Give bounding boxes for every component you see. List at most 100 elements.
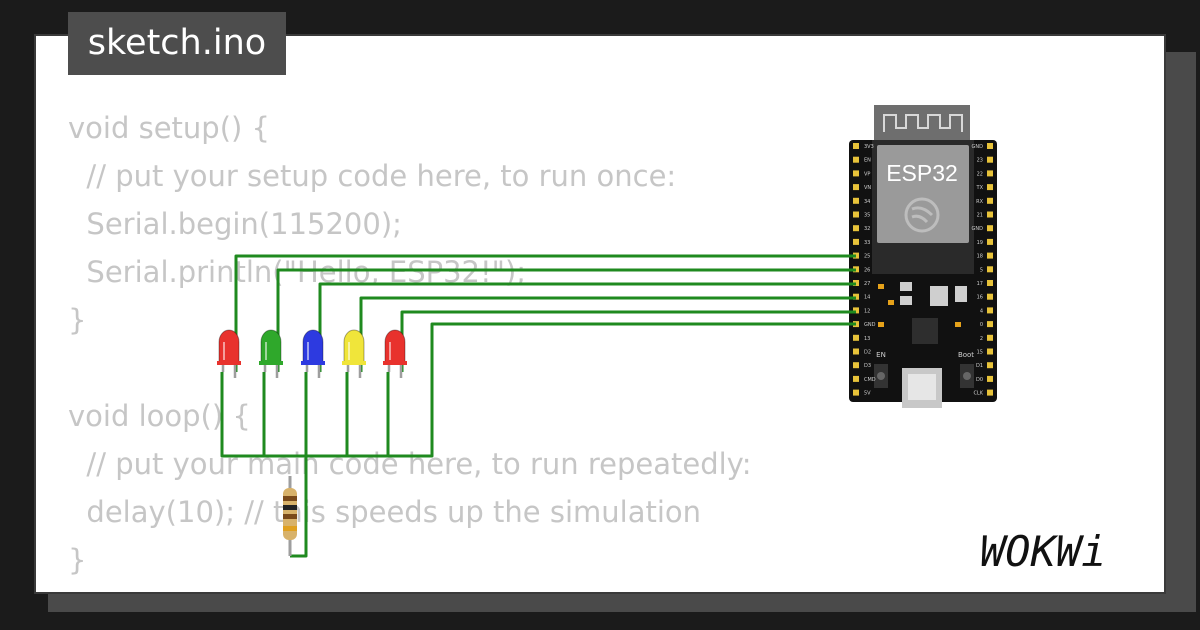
wire-led4-anode bbox=[359, 296, 856, 372]
pin-label: CMD bbox=[864, 377, 876, 383]
pin-label: 22 bbox=[977, 171, 983, 177]
esp32-board[interactable]: ESP32 EN Boot 3V3ENVPVN34353233252627141… bbox=[849, 105, 997, 408]
pin-label: 25 bbox=[864, 254, 870, 260]
logo-text: WOKWi bbox=[980, 527, 1106, 576]
resistor[interactable] bbox=[283, 476, 297, 556]
pin-label: 5V bbox=[864, 391, 871, 397]
pin-label: D3 bbox=[864, 363, 871, 369]
pin-label: 21 bbox=[977, 213, 983, 219]
wires bbox=[220, 254, 856, 558]
header-pin[interactable] bbox=[987, 321, 993, 328]
pin-label: 17 bbox=[977, 281, 983, 287]
header-pin[interactable] bbox=[853, 143, 859, 149]
header-pin[interactable] bbox=[987, 252, 993, 259]
wire-led5-anode bbox=[400, 310, 856, 372]
code-line: } bbox=[68, 303, 87, 337]
header-pin[interactable] bbox=[987, 143, 993, 149]
header-pin[interactable] bbox=[853, 238, 859, 245]
code-editor[interactable]: void setup() { // put your setup code he… bbox=[68, 104, 752, 584]
header-pin[interactable] bbox=[853, 334, 859, 341]
code-line: // put your main code here, to run repea… bbox=[68, 447, 752, 481]
header-pin[interactable] bbox=[853, 362, 859, 369]
antenna-trace-icon bbox=[883, 114, 963, 132]
wire-led1-anode bbox=[234, 254, 856, 372]
header-pin[interactable] bbox=[987, 238, 993, 245]
header-pin[interactable] bbox=[987, 156, 993, 163]
pin-label: 27 bbox=[864, 281, 870, 287]
usb-port-icon bbox=[908, 374, 936, 400]
pin-label: 14 bbox=[864, 295, 870, 301]
led-blue[interactable] bbox=[301, 329, 325, 378]
header-pin[interactable] bbox=[987, 389, 993, 396]
pin-label: 35 bbox=[864, 213, 870, 219]
pin-label: 19 bbox=[977, 240, 983, 246]
pin-label: D2 bbox=[864, 350, 871, 356]
code-line: // put your setup code here, to run once… bbox=[68, 159, 677, 193]
header-pin[interactable] bbox=[987, 362, 993, 369]
code-line: void loop() { bbox=[68, 399, 251, 433]
left-header-pins: 3V3ENVPVN343532332526271412GND13D2D3CMD5… bbox=[853, 143, 876, 397]
header-pin[interactable] bbox=[853, 307, 859, 314]
pin-label: GND bbox=[972, 226, 984, 232]
boot-label: Boot bbox=[958, 351, 974, 359]
pin-label: RX bbox=[976, 199, 983, 205]
led-red[interactable] bbox=[217, 329, 241, 378]
wire-cathode-bus bbox=[220, 372, 306, 458]
header-pin[interactable] bbox=[853, 197, 859, 204]
pin-label: 18 bbox=[977, 254, 983, 260]
en-label: EN bbox=[876, 351, 886, 359]
pin-label: 3V3 bbox=[864, 144, 874, 150]
code-line: delay(10); // this speeds up the simulat… bbox=[68, 495, 702, 529]
pin-label: VN bbox=[864, 185, 871, 191]
header-pin[interactable] bbox=[853, 389, 859, 396]
header-pin[interactable] bbox=[987, 375, 993, 382]
pin-label: 15 bbox=[977, 350, 983, 356]
led-green[interactable] bbox=[259, 329, 283, 378]
header-pin[interactable] bbox=[853, 184, 859, 191]
pin-label: D0 bbox=[976, 377, 983, 383]
header-pin[interactable] bbox=[987, 348, 993, 355]
pin-label: D1 bbox=[976, 363, 983, 369]
header-pin[interactable] bbox=[853, 170, 859, 177]
pin-label: CLK bbox=[973, 391, 983, 397]
pin-label: EN bbox=[864, 158, 871, 164]
header-pin[interactable] bbox=[987, 307, 993, 314]
led-yellow[interactable] bbox=[342, 329, 366, 378]
pin-label: 26 bbox=[864, 267, 870, 273]
header-pin[interactable] bbox=[987, 211, 993, 218]
wire-gnd bbox=[290, 322, 856, 558]
rf-shield bbox=[877, 145, 969, 243]
pin-label: 4 bbox=[980, 308, 983, 314]
header-pin[interactable] bbox=[853, 348, 859, 355]
espressif-logo-icon bbox=[904, 197, 940, 233]
led-red[interactable] bbox=[383, 329, 407, 378]
header-pin[interactable] bbox=[987, 197, 993, 204]
header-pin[interactable] bbox=[853, 156, 859, 163]
header-pin[interactable] bbox=[987, 293, 993, 300]
code-line: void setup() { bbox=[68, 111, 270, 145]
pin-label: GND bbox=[972, 144, 984, 150]
usb-chip bbox=[912, 318, 938, 344]
code-line: } bbox=[68, 543, 87, 577]
header-pin[interactable] bbox=[853, 375, 859, 382]
header-pin[interactable] bbox=[987, 184, 993, 191]
board-label: ESP32 bbox=[886, 160, 958, 186]
wokwi-logo: WOKWi bbox=[980, 527, 1106, 576]
pin-label: 16 bbox=[977, 295, 983, 301]
file-tab[interactable]: sketch.ino bbox=[68, 12, 286, 75]
header-pin[interactable] bbox=[987, 170, 993, 177]
pin-label: 34 bbox=[864, 199, 870, 205]
pin-label: 5 bbox=[980, 267, 983, 273]
pin-label: VP bbox=[864, 171, 870, 177]
pin-label: 12 bbox=[864, 308, 870, 314]
header-pin[interactable] bbox=[987, 280, 993, 286]
header-pin[interactable] bbox=[853, 225, 859, 232]
pin-label: 13 bbox=[864, 336, 870, 342]
pin-label: 23 bbox=[977, 158, 983, 164]
led-group bbox=[217, 329, 407, 378]
header-pin[interactable] bbox=[853, 211, 859, 218]
header-pin[interactable] bbox=[987, 334, 993, 341]
header-pin[interactable] bbox=[987, 266, 993, 273]
header-pin[interactable] bbox=[987, 225, 993, 232]
